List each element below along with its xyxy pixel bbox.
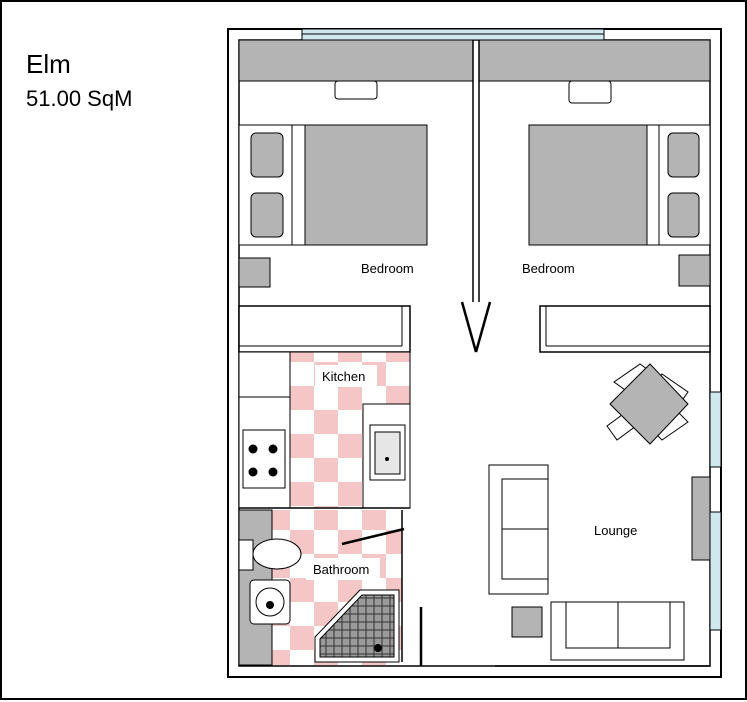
sofa-armchair (488, 464, 549, 595)
room-label-bedroom-right: Bedroom (522, 261, 575, 276)
bed-right (528, 124, 711, 246)
plan-area: 51.00 SqM (26, 86, 133, 111)
toilet-icon (252, 538, 302, 570)
bedside-table-right (678, 254, 711, 287)
pillow-icon (250, 192, 284, 238)
room-label-bathroom: Bathroom (313, 562, 369, 577)
bedside-table-left (238, 257, 271, 288)
sofa-main (550, 601, 685, 661)
pillow-icon (667, 192, 700, 238)
stove-hob (242, 429, 286, 489)
bedroom-doors (460, 301, 492, 353)
burner-icon (268, 444, 278, 454)
bedroom-divider-wall (472, 40, 480, 302)
dining-table (606, 363, 689, 445)
toilet-cistern (238, 539, 254, 571)
wardrobes (238, 39, 711, 82)
bathroom-door (341, 527, 405, 546)
wardrobe-drawer-right (568, 80, 612, 104)
bed-left (238, 124, 428, 246)
side-table (511, 606, 543, 638)
burner-icon (248, 444, 258, 454)
bedroom-kitchen-partition (238, 305, 411, 353)
burner-icon (248, 467, 258, 477)
room-label-bedroom-left: Bedroom (361, 261, 414, 276)
bathroom (238, 509, 405, 666)
burner-icon (268, 467, 278, 477)
room-label-lounge: Lounge (594, 523, 637, 538)
room-label-kitchen: Kitchen (322, 369, 365, 384)
tv-unit (691, 476, 711, 561)
drain-icon (374, 644, 382, 652)
pillow-icon (250, 132, 284, 178)
plan-name: Elm (26, 49, 71, 79)
pillow-icon (667, 132, 700, 178)
lounge-bedroom-partition (539, 305, 711, 353)
wardrobe-drawer-left (334, 80, 378, 100)
